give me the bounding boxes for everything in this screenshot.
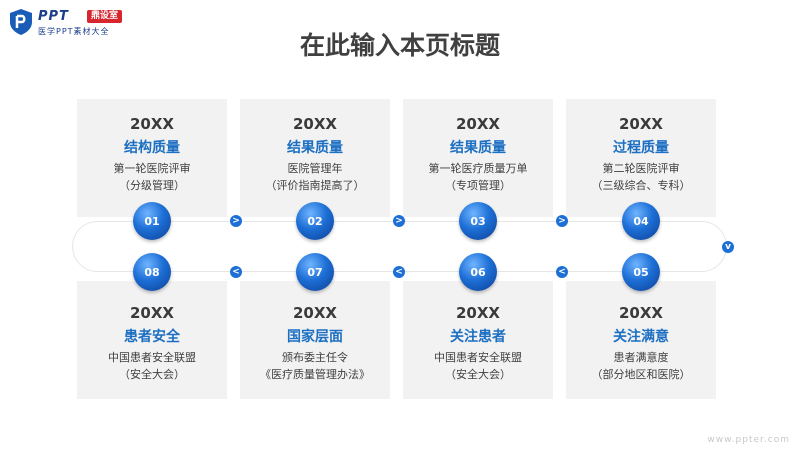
card-desc-line1: 第二轮医院评审	[602, 162, 680, 175]
timeline-card-03[interactable]: 20XX 结果质量 第一轮医疗质量万单 （专项管理）	[403, 99, 553, 217]
logo: PPT 鼎设室 医学PPT素材大全	[8, 8, 138, 38]
logo-subtitle: 医学PPT素材大全	[38, 27, 110, 36]
card-year: 20XX	[618, 115, 663, 133]
card-year: 20XX	[129, 304, 174, 322]
card-year: 20XX	[618, 304, 663, 322]
logo-brand: PPT	[38, 9, 69, 24]
card-desc-line1: 中国患者安全联盟	[108, 351, 196, 364]
card-desc-line2: （分级管理）	[119, 179, 185, 192]
watermark: www.ppter.com	[707, 435, 790, 445]
timeline-card-01[interactable]: 20XX 结构质量 第一轮医院评审 （分级管理）	[77, 99, 227, 217]
card-title: 结果质量	[450, 140, 506, 156]
step-circle-03[interactable]: 03	[459, 202, 497, 240]
card-desc-line2: 《医疗质量管理办法》	[260, 368, 370, 381]
card-desc-line1: 第一轮医疗质量万单	[428, 162, 528, 175]
arrow-left-icon: <	[556, 266, 568, 278]
timeline-card-04[interactable]: 20XX 过程质量 第二轮医院评审 （三级综合、专科）	[566, 99, 716, 217]
arrow-left-icon: <	[230, 266, 242, 278]
card-desc-line2: （专项管理）	[445, 179, 511, 192]
card-title: 结构质量	[124, 140, 180, 156]
card-year: 20XX	[455, 115, 500, 133]
shield-logo-icon	[10, 9, 32, 35]
card-desc-line1: 医院管理年	[287, 162, 343, 175]
step-circle-08[interactable]: 08	[133, 253, 171, 291]
timeline-card-07[interactable]: 20XX 国家层面 颁布委主任令 《医疗质量管理办法》	[240, 281, 390, 399]
arrow-right-icon: >	[393, 215, 405, 227]
card-title: 过程质量	[613, 140, 669, 156]
card-desc-line1: 颁布委主任令	[282, 351, 348, 364]
card-year: 20XX	[455, 304, 500, 322]
card-title: 国家层面	[287, 329, 343, 345]
step-circle-06[interactable]: 06	[459, 253, 497, 291]
arrow-left-icon: <	[393, 266, 405, 278]
arrow-right-icon: >	[556, 215, 568, 227]
card-desc-line2: （评价指南提高了）	[265, 179, 365, 192]
card-title: 关注患者	[450, 329, 506, 345]
card-desc-line2: （安全大会）	[445, 368, 511, 381]
card-desc-line2: （安全大会）	[119, 368, 185, 381]
card-desc-line2: （部分地区和医院）	[591, 368, 691, 381]
timeline-card-05[interactable]: 20XX 关注满意 患者满意度 （部分地区和医院）	[566, 281, 716, 399]
timeline-card-06[interactable]: 20XX 关注患者 中国患者安全联盟 （安全大会）	[403, 281, 553, 399]
card-year: 20XX	[129, 115, 174, 133]
timeline-card-02[interactable]: 20XX 结果质量 医院管理年 （评价指南提高了）	[240, 99, 390, 217]
card-year: 20XX	[292, 115, 337, 133]
page-title[interactable]: 在此输入本页标题	[299, 31, 500, 60]
step-circle-02[interactable]: 02	[296, 202, 334, 240]
arrow-right-icon: >	[230, 215, 242, 227]
step-circle-01[interactable]: 01	[133, 202, 171, 240]
card-desc-line1: 第一轮医院评审	[113, 162, 191, 175]
logo-badge: 鼎设室	[87, 10, 123, 23]
card-title: 患者安全	[124, 329, 180, 345]
card-desc-line2: （三级综合、专科）	[591, 179, 691, 192]
card-desc-line1: 患者满意度	[613, 351, 669, 364]
step-circle-04[interactable]: 04	[622, 202, 660, 240]
timeline-card-08[interactable]: 20XX 患者安全 中国患者安全联盟 （安全大会）	[77, 281, 227, 399]
card-title: 结果质量	[287, 140, 343, 156]
step-circle-05[interactable]: 05	[622, 253, 660, 291]
card-year: 20XX	[292, 304, 337, 322]
step-circle-07[interactable]: 07	[296, 253, 334, 291]
card-title: 关注满意	[613, 329, 669, 345]
arrow-down-icon: v	[722, 241, 734, 253]
card-desc-line1: 中国患者安全联盟	[434, 351, 522, 364]
